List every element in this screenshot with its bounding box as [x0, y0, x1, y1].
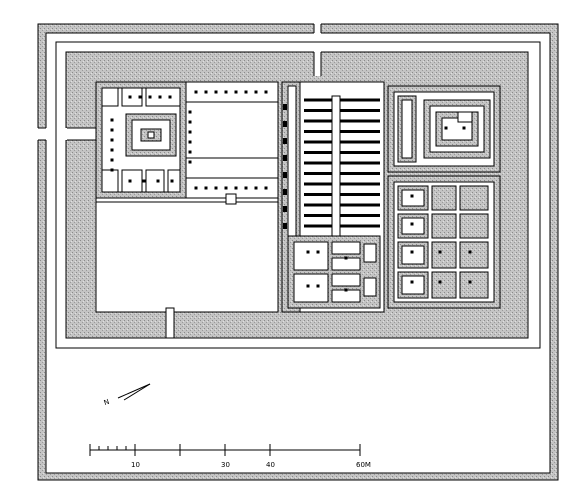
column — [188, 140, 192, 144]
middle-storeroom-quarter — [281, 81, 385, 313]
column — [110, 158, 114, 162]
column — [306, 250, 310, 254]
casemate-pier — [283, 155, 287, 161]
column — [224, 90, 228, 94]
colonnade-court — [185, 81, 279, 199]
column — [410, 194, 414, 198]
column — [462, 126, 466, 130]
column — [110, 128, 114, 132]
column — [188, 150, 192, 154]
column — [244, 186, 248, 190]
column — [168, 95, 172, 99]
lower-courtyard — [95, 201, 279, 313]
column — [264, 90, 268, 94]
column — [128, 95, 132, 99]
column — [264, 186, 268, 190]
storeroom-corridor — [331, 95, 341, 237]
west-temple-quarter — [65, 81, 279, 339]
column — [110, 138, 114, 142]
column — [110, 148, 114, 152]
column — [204, 186, 208, 190]
column — [410, 222, 414, 226]
inner-enclosure-line — [55, 41, 541, 349]
column — [110, 168, 114, 172]
column — [234, 186, 238, 190]
column — [234, 90, 238, 94]
column — [188, 110, 192, 114]
casemate-pier — [283, 121, 287, 127]
column — [316, 284, 320, 288]
column — [194, 90, 198, 94]
casemate-pier — [283, 104, 287, 110]
column — [128, 179, 132, 183]
column — [188, 130, 192, 134]
casemate-pier — [283, 189, 287, 195]
column — [244, 90, 248, 94]
column — [148, 95, 152, 99]
column — [468, 250, 472, 254]
column — [444, 126, 448, 130]
east-quarter — [387, 85, 501, 309]
column — [410, 280, 414, 284]
north-label: N — [103, 398, 111, 407]
column — [438, 280, 442, 284]
casemate-pier — [283, 223, 287, 229]
column — [188, 120, 192, 124]
column — [254, 186, 258, 190]
column — [214, 90, 218, 94]
column — [224, 186, 228, 190]
column — [254, 90, 258, 94]
column — [170, 179, 174, 183]
west-colonnade-columns — [110, 90, 268, 190]
column — [214, 186, 218, 190]
scale-tick-label: 40 — [266, 461, 275, 469]
column — [110, 118, 114, 122]
column — [316, 250, 320, 254]
column — [438, 250, 442, 254]
storeroom-rows — [283, 98, 380, 292]
east-quarter-columns — [410, 126, 472, 284]
column — [204, 90, 208, 94]
south-passage — [165, 307, 175, 339]
scale-bar: 10 30 40 60M — [89, 444, 371, 469]
scale-tick-label: 30 — [221, 461, 230, 469]
column — [468, 280, 472, 284]
north-arrow: N — [103, 383, 151, 407]
casemate-pier — [283, 138, 287, 144]
scale-tick-label: 60M — [356, 461, 371, 469]
column — [344, 288, 348, 292]
casemate-pier — [283, 206, 287, 212]
column — [306, 284, 310, 288]
column — [156, 179, 160, 183]
column — [410, 250, 414, 254]
column — [194, 186, 198, 190]
casemate-pier — [283, 172, 287, 178]
column — [142, 179, 146, 183]
column — [188, 160, 192, 164]
column — [158, 95, 162, 99]
column — [344, 256, 348, 260]
scale-tick-label: 10 — [131, 461, 140, 469]
column — [138, 95, 142, 99]
